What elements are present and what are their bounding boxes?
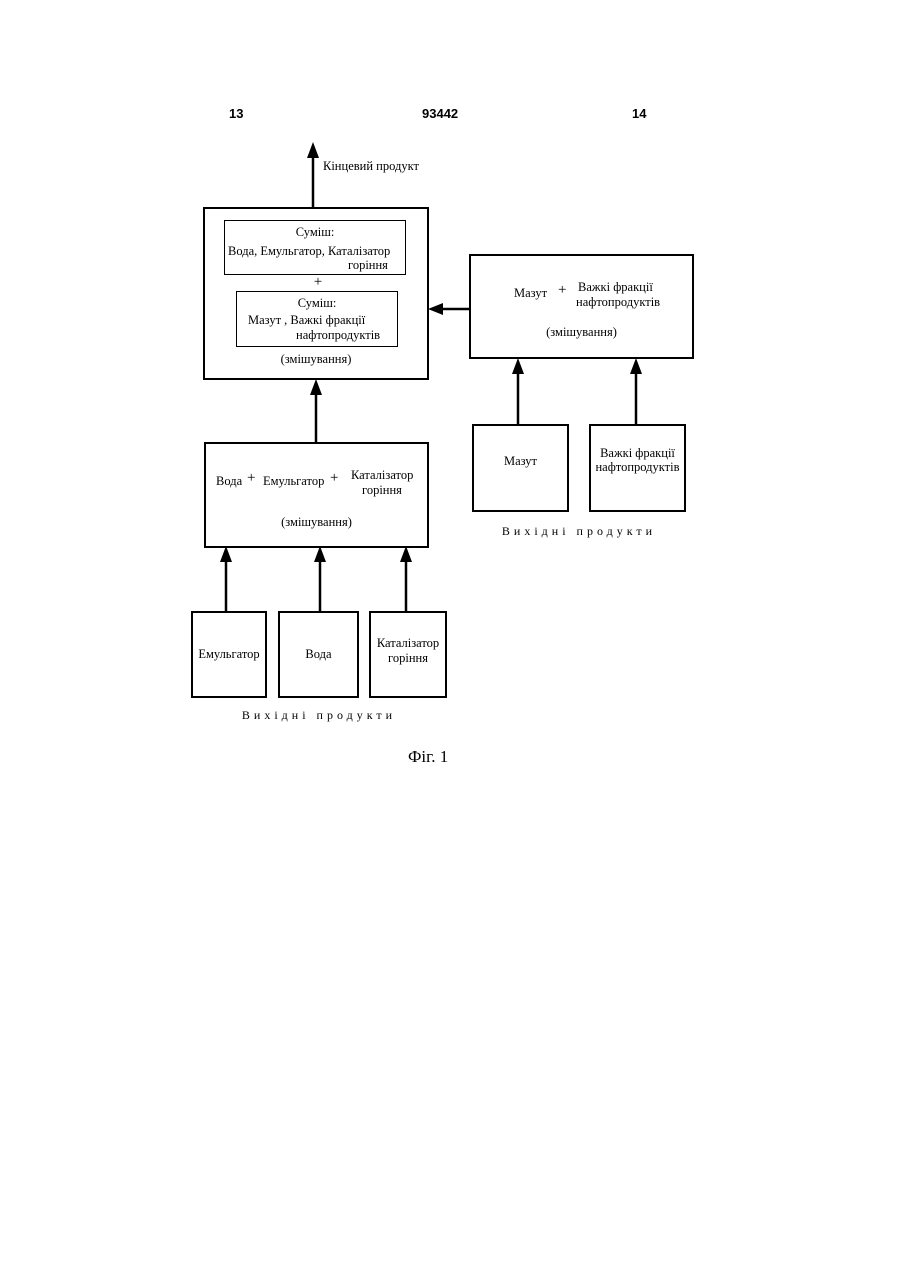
input-emulsifier-label: Емульгатор: [191, 647, 267, 661]
left-mixing-label: (змішування): [204, 515, 429, 529]
left-box-emulsifier: Емульгатор: [263, 474, 324, 488]
input-heavy-fractions-label: Важкі фракції: [589, 446, 686, 460]
input-heavy-fractions-label-line2: нафтопродуктів: [589, 460, 686, 474]
mixture-2-components-line2: нафтопродуктів: [296, 328, 380, 342]
plus-sign: +: [303, 275, 333, 289]
left-box-catalyst-line2: горіння: [362, 483, 402, 497]
main-mixing-label: (змішування): [203, 352, 429, 366]
mixture-2-title: Суміш:: [236, 296, 398, 310]
left-box-plus-1: +: [247, 471, 255, 485]
input-mazut-box: [472, 424, 569, 512]
right-box-heavy-fractions-line2: нафтопродуктів: [576, 295, 660, 309]
right-box-plus: +: [558, 283, 566, 297]
left-inputs-caption: Вихідні продукти: [191, 708, 447, 722]
input-voda-label: Вода: [278, 647, 359, 661]
mixture-1-title: Суміш:: [224, 225, 406, 239]
figure-caption: Фіг. 1: [408, 748, 448, 766]
mixture-1-components-line2: горіння: [348, 258, 388, 272]
input-mazut-label: Мазут: [472, 454, 569, 468]
right-box-mazut: Мазут: [514, 286, 547, 300]
right-inputs-caption: Вихідні продукти: [472, 524, 686, 538]
input-catalyst-label-line2: горіння: [369, 651, 447, 665]
left-box-plus-2: +: [330, 471, 338, 485]
mixture-1-components: Вода, Емульгатор, Каталізатор: [228, 244, 390, 258]
input-catalyst-label: Каталізатор: [369, 636, 447, 650]
right-mixing-label: (змішування): [469, 325, 694, 339]
left-box-voda: Вода: [216, 474, 242, 488]
right-box-heavy-fractions: Важкі фракції: [578, 280, 653, 294]
final-product-label: Кінцевий продукт: [323, 159, 419, 173]
mixture-2-components: Мазут , Важкі фракції: [248, 313, 365, 327]
left-box-catalyst: Каталізатор: [351, 468, 413, 482]
